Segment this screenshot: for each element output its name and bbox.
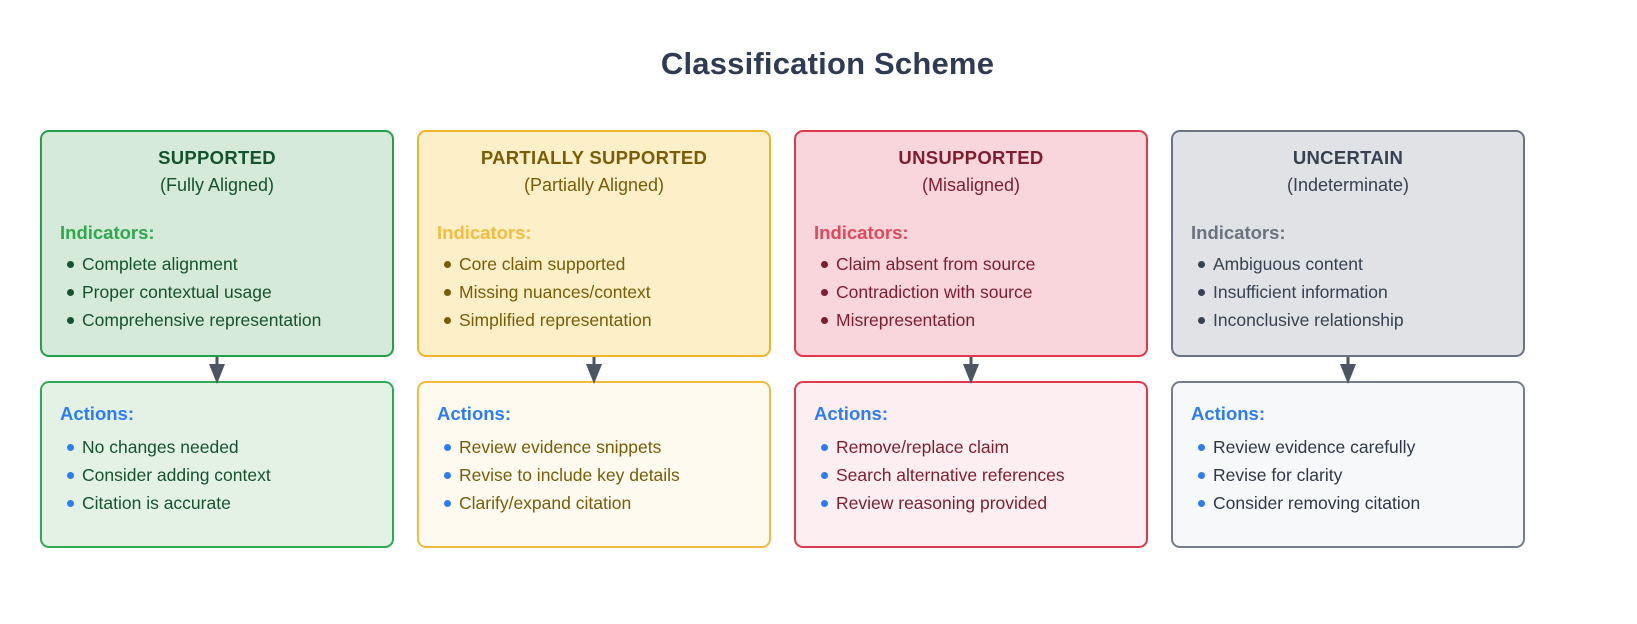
classification-columns: SUPPORTED (Fully Aligned) Indicators: Co… (40, 130, 1600, 550)
list-item: Comprehensive representation (60, 306, 374, 334)
classification-card-unsupported: UNSUPPORTED (Misaligned) Indicators: Cla… (794, 130, 1148, 357)
list-item: Ambiguous content (1191, 250, 1505, 278)
actions-list: Remove/replace claim Search alternative … (814, 433, 1128, 517)
classification-title: PARTIALLY SUPPORTED (480, 147, 708, 168)
actions-list: No changes needed Consider adding contex… (60, 433, 374, 517)
indicators-label: Indicators: (1191, 221, 1286, 243)
list-item: Remove/replace claim (814, 433, 1128, 461)
list-item: Search alternative references (814, 461, 1128, 489)
list-item: Missing nuances/context (437, 278, 751, 306)
classification-title: UNSUPPORTED (898, 147, 1044, 168)
list-item: Review reasoning provided (814, 489, 1128, 517)
actions-card-supported: Actions: No changes needed Consider addi… (40, 381, 394, 548)
list-item: Complete alignment (60, 250, 374, 278)
classification-card-partially-supported: PARTIALLY SUPPORTED (Partially Aligned) … (417, 130, 771, 357)
list-item: Simplified representation (437, 306, 751, 334)
indicators-label: Indicators: (437, 221, 532, 243)
list-item: Contradiction with source (814, 278, 1128, 306)
indicators-list: Ambiguous content Insufficient informati… (1191, 250, 1505, 334)
actions-list: Review evidence carefully Revise for cla… (1191, 433, 1505, 517)
list-item: Consider removing citation (1191, 489, 1505, 517)
indicators-list: Claim absent from source Contradiction w… (814, 250, 1128, 334)
actions-card-unsupported: Actions: Remove/replace claim Search alt… (794, 381, 1148, 548)
list-item: Review evidence snippets (437, 433, 751, 461)
classification-subtitle: (Misaligned) (921, 175, 1021, 196)
classification-subtitle: (Fully Aligned) (159, 175, 275, 196)
classification-column-uncertain: UNCERTAIN (Indeterminate) Indicators: Am… (1171, 130, 1525, 550)
classification-column-supported: SUPPORTED (Fully Aligned) Indicators: Co… (40, 130, 394, 550)
actions-list: Review evidence snippets Revise to inclu… (437, 433, 751, 517)
list-item: Revise to include key details (437, 461, 751, 489)
list-item: Citation is accurate (60, 489, 374, 517)
list-item: Proper contextual usage (60, 278, 374, 306)
classification-column-partially-supported: PARTIALLY SUPPORTED (Partially Aligned) … (417, 130, 771, 550)
list-item: Revise for clarity (1191, 461, 1505, 489)
indicators-list: Core claim supported Missing nuances/con… (437, 250, 751, 334)
list-item: Clarify/expand citation (437, 489, 751, 517)
indicators-label: Indicators: (60, 221, 155, 243)
classification-title: SUPPORTED (158, 147, 276, 168)
actions-label: Actions: (814, 403, 888, 424)
list-item: Claim absent from source (814, 250, 1128, 278)
list-item: Consider adding context (60, 461, 374, 489)
classification-column-unsupported: UNSUPPORTED (Misaligned) Indicators: Cla… (794, 130, 1148, 550)
list-item: Inconclusive relationship (1191, 306, 1505, 334)
page-title: Classification Scheme (660, 46, 995, 81)
actions-card-uncertain: Actions: Review evidence carefully Revis… (1171, 381, 1525, 548)
classification-title: UNCERTAIN (1292, 147, 1404, 168)
classification-subtitle: (Indeterminate) (1286, 175, 1410, 196)
classification-card-supported: SUPPORTED (Fully Aligned) Indicators: Co… (40, 130, 394, 357)
indicators-label: Indicators: (814, 221, 909, 243)
classification-card-uncertain: UNCERTAIN (Indeterminate) Indicators: Am… (1171, 130, 1525, 357)
list-item: Insufficient information (1191, 278, 1505, 306)
list-item: No changes needed (60, 433, 374, 461)
list-item: Misrepresentation (814, 306, 1128, 334)
actions-card-partially-supported: Actions: Review evidence snippets Revise… (417, 381, 771, 548)
actions-label: Actions: (1191, 403, 1265, 424)
list-item: Core claim supported (437, 250, 751, 278)
classification-subtitle: (Partially Aligned) (523, 175, 665, 196)
list-item: Review evidence carefully (1191, 433, 1505, 461)
actions-label: Actions: (60, 403, 134, 424)
actions-label: Actions: (437, 403, 511, 424)
indicators-list: Complete alignment Proper contextual usa… (60, 250, 374, 334)
